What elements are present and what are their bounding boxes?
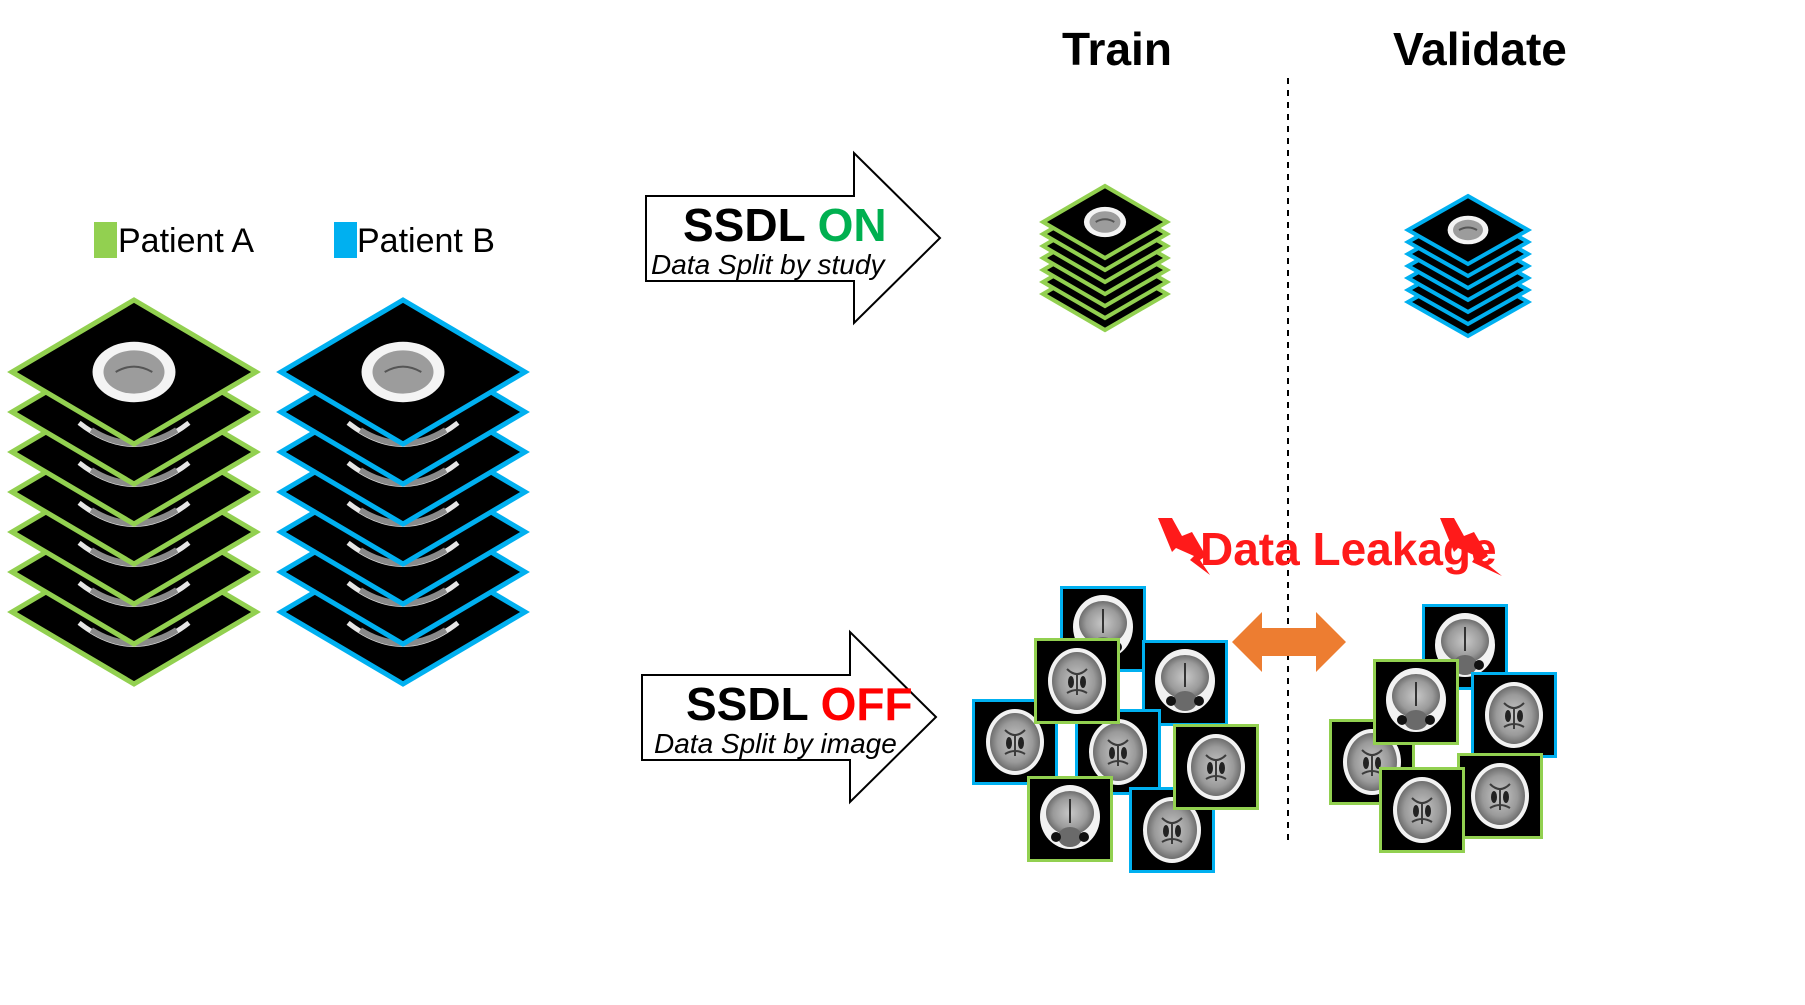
ssdl-off-arrow — [641, 629, 938, 805]
validate-image-tile — [1379, 767, 1465, 853]
train-study-stack — [1039, 183, 1171, 333]
ct-slice — [1039, 183, 1171, 261]
legend-swatch-patient-b — [334, 222, 357, 258]
ct-slice — [7, 297, 261, 447]
data-leakage-double-arrow — [1232, 612, 1346, 672]
validate-image-collage — [1329, 604, 1557, 853]
ct-slice — [276, 297, 530, 447]
train-image-collage — [972, 586, 1259, 873]
ssdl-on-arrow — [645, 150, 942, 326]
validate-image-tile — [1373, 659, 1459, 745]
patient-a-scan-stack — [7, 297, 261, 687]
ct-slice — [1403, 193, 1533, 267]
validate-study-stack — [1403, 193, 1533, 339]
train-image-tile — [1173, 724, 1259, 810]
train-image-tile — [1034, 638, 1120, 724]
lightning-icon — [1158, 518, 1210, 575]
lightning-icon — [1440, 518, 1502, 576]
validate-image-tile — [1471, 672, 1557, 758]
validate-image-tile — [1457, 753, 1543, 839]
legend-swatch-patient-a — [94, 222, 117, 258]
patient-b-scan-stack — [276, 297, 530, 687]
train-image-tile — [1027, 776, 1113, 862]
